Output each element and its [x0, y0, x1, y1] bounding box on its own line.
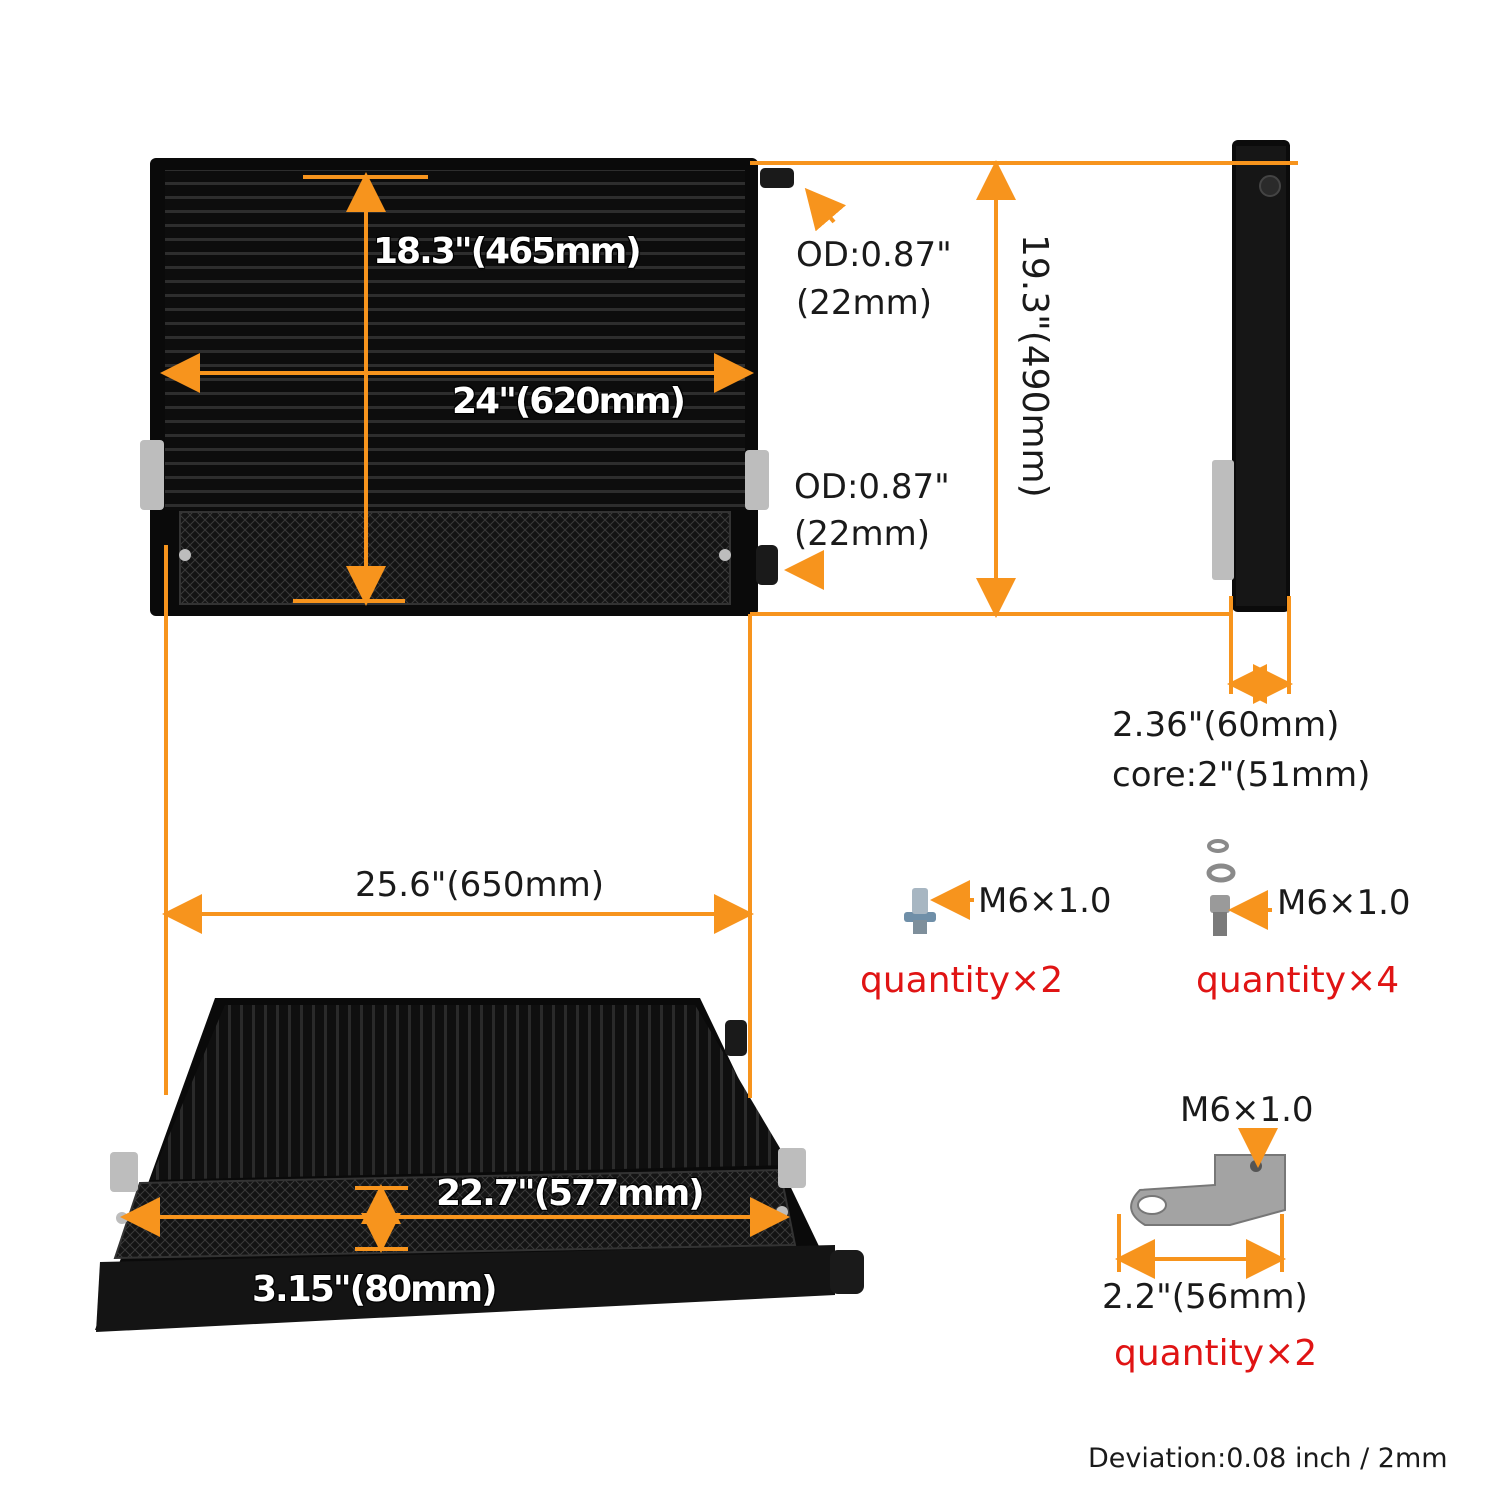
grille-width-label: 22.7"(577mm)	[435, 1173, 705, 1214]
upper-outlet-pipe	[760, 168, 794, 188]
upper-outlet-mm-label: (22mm)	[796, 283, 933, 323]
grille-height-label: 3.15"(80mm)	[251, 1269, 498, 1310]
deviation-note: Deviation:0.08 inch / 2mm	[1088, 1443, 1448, 1474]
total-height-label: 19.3"(490mm)	[1014, 234, 1055, 498]
bolt-washer-icon	[1206, 839, 1236, 936]
radiator-side-photo	[1212, 140, 1290, 612]
side-thickness-label: 2.36"(60mm)	[1112, 705, 1340, 745]
lower-outlet-mm-label: (22mm)	[794, 514, 931, 554]
bolt-flange-icon	[904, 888, 936, 934]
lower-outlet-od-label: OD:0.87"	[794, 467, 950, 507]
bolt-flange-quantity-label: quantity×2	[860, 960, 1064, 1001]
core-width-label: 24"(620mm)	[451, 381, 686, 422]
core-thickness-label: core:2"(51mm)	[1112, 755, 1371, 795]
bracket-quantity-label: quantity×2	[1114, 1333, 1318, 1374]
lower-outlet-pipe	[756, 545, 778, 585]
bracket-length-label: 2.2"(56mm)	[1102, 1277, 1308, 1317]
overall-width-label: 25.6"(650mm)	[355, 865, 605, 905]
bolt-flange-thread-label: M6×1.0	[978, 881, 1112, 921]
upper-outlet-od-label: OD:0.87"	[796, 235, 952, 275]
bolt-washer-thread-label: M6×1.0	[1277, 883, 1411, 923]
bracket-icon	[1130, 1154, 1286, 1226]
dimension-lines	[120, 160, 1298, 1279]
bolt-washer-quantity-label: quantity×4	[1196, 960, 1400, 1001]
bracket-thread-label: M6×1.0	[1180, 1090, 1314, 1130]
core-height-label: 18.3"(465mm)	[372, 231, 642, 272]
